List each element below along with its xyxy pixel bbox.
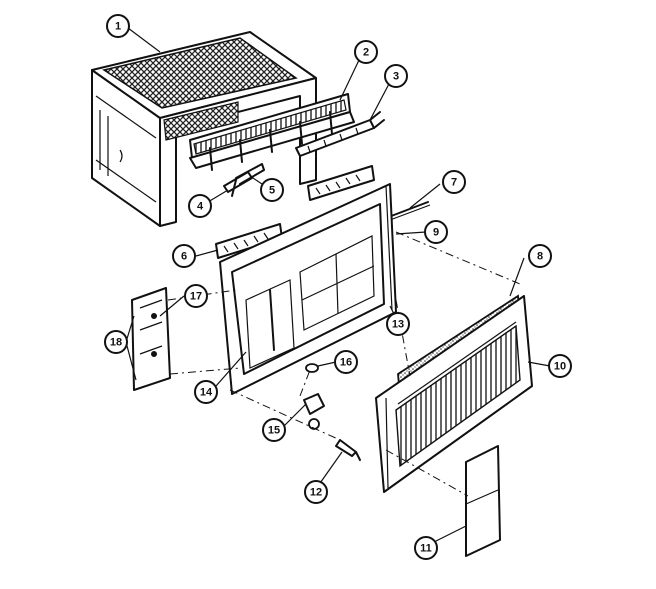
rod-part [385, 201, 431, 221]
callout-number: 4 [197, 201, 204, 213]
callout-18: 18 [104, 330, 128, 354]
callout-circle [262, 418, 286, 442]
callout-number: 12 [310, 487, 322, 499]
small-knob-part [305, 363, 319, 373]
callout-number: 17 [190, 291, 202, 303]
callout-circle [304, 480, 328, 504]
callout-circle [106, 14, 130, 38]
callout-number: 13 [392, 319, 404, 331]
callout-4: 4 [188, 194, 212, 218]
callout-number: 16 [340, 357, 352, 369]
callout-9: 9 [424, 220, 448, 244]
callout-circle [184, 284, 208, 308]
callout-circle [172, 244, 196, 268]
callout-number: 1 [115, 21, 121, 33]
callout-circle [194, 380, 218, 404]
callout-circle [334, 350, 358, 374]
callout-circle [384, 64, 408, 88]
callout-circle [188, 194, 212, 218]
callout-circle [414, 536, 438, 560]
callout-14: 14 [194, 380, 218, 404]
callout-circle [354, 40, 378, 64]
right-vent-part [307, 165, 375, 201]
callout-7: 7 [442, 170, 466, 194]
callout-number: 15 [268, 425, 280, 437]
cabinet-part [91, 31, 317, 227]
callout-circle [442, 170, 466, 194]
callout-circle [260, 178, 284, 202]
control-shaft-part [335, 439, 361, 461]
front-frame-part [219, 183, 397, 395]
access-door-part [465, 445, 501, 557]
callout-circle [528, 244, 552, 268]
callout-circle [386, 312, 410, 336]
callout-6: 6 [172, 244, 196, 268]
callout-3: 3 [384, 64, 408, 88]
callout-16: 16 [334, 350, 358, 374]
callout-5: 5 [260, 178, 284, 202]
callout-circle [424, 220, 448, 244]
rail-bracket-part [295, 111, 385, 157]
callout-2: 2 [354, 40, 378, 64]
bracket-part [223, 171, 253, 197]
callout-number: 9 [433, 227, 439, 239]
callout-1: 1 [106, 14, 130, 38]
callout-number: 5 [269, 185, 275, 197]
callout-circle [548, 354, 572, 378]
callout-number: 18 [110, 337, 122, 349]
callout-number: 10 [554, 361, 566, 373]
side-panel-part [131, 287, 171, 391]
callout-number: 3 [393, 71, 399, 83]
callout-circle [104, 330, 128, 354]
callout-11: 11 [414, 536, 438, 560]
callout-number: 8 [537, 251, 543, 263]
callout-number: 6 [181, 251, 187, 263]
callout-number: 14 [200, 387, 213, 399]
front-grille-part [375, 295, 533, 493]
callout-15: 15 [262, 418, 286, 442]
callout-17: 17 [184, 284, 208, 308]
callout-number: 11 [420, 543, 432, 555]
callout-12: 12 [304, 480, 328, 504]
callout-number: 7 [451, 177, 457, 189]
top-rail-part [189, 93, 355, 171]
switch-part [303, 393, 325, 430]
callout-number: 2 [363, 47, 369, 59]
callout-10: 10 [548, 354, 572, 378]
callout-8: 8 [528, 244, 552, 268]
callout-13: 13 [386, 312, 410, 336]
